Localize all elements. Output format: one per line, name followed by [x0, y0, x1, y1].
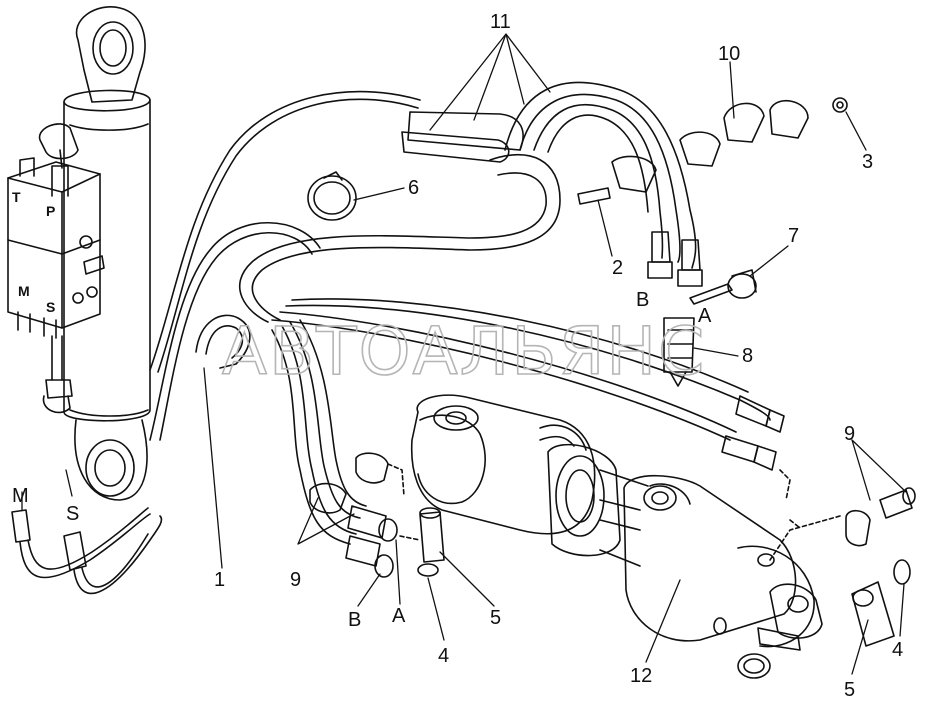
- callout-9-right: 9: [844, 423, 855, 445]
- callout-s: S: [66, 503, 79, 525]
- watermark-text: АВТОАЛЬЯНС: [222, 313, 706, 390]
- callout-4-mid: 4: [438, 645, 449, 667]
- callout-m: M: [12, 485, 29, 507]
- callout-5-mid: 5: [490, 607, 501, 629]
- hose-sleeve-group: [239, 81, 697, 323]
- callout-6: 6: [408, 177, 419, 199]
- callout-4-right: 4: [892, 639, 903, 661]
- left-cylinder: [63, 6, 151, 501]
- hose-bracket-part-1: [195, 314, 251, 369]
- callout-5-right: 5: [844, 679, 855, 701]
- callout-1: 1: [214, 569, 225, 591]
- callout-b-top: B: [636, 289, 649, 311]
- lower-curving-hoses: [271, 319, 367, 545]
- top-hose-fittings: [647, 231, 757, 305]
- valve-block: [7, 123, 105, 414]
- callout-7: 7: [788, 225, 799, 247]
- callout-a-top: A: [698, 305, 712, 327]
- right-loose-parts: [845, 487, 916, 647]
- left-fittings: [309, 452, 445, 578]
- lower-left-hoses: [11, 507, 163, 595]
- callout-11: 11: [490, 11, 511, 33]
- valve-port-s: S: [46, 299, 55, 315]
- callout-8: 8: [742, 345, 753, 367]
- callout-b-bottom: B: [348, 609, 361, 631]
- valve-port-t: T: [12, 189, 21, 205]
- callout-2: 2: [612, 257, 623, 279]
- callout-9-left: 9: [290, 569, 301, 591]
- hose-clip-part-6: [307, 171, 357, 221]
- long-hoses-to-cylinder: [271, 298, 785, 471]
- right-cylinder: [410, 394, 841, 679]
- valve-port-m: M: [18, 283, 30, 299]
- callout-12: 12: [630, 665, 652, 687]
- callout-a-bottom: A: [392, 605, 406, 627]
- callout-3: 3: [862, 151, 873, 173]
- valve-port-p: P: [46, 203, 55, 219]
- callout-10: 10: [718, 43, 740, 65]
- clamp-parts: [577, 97, 848, 205]
- leader-lines: [21, 33, 907, 675]
- upper-hose-loop: [149, 90, 421, 441]
